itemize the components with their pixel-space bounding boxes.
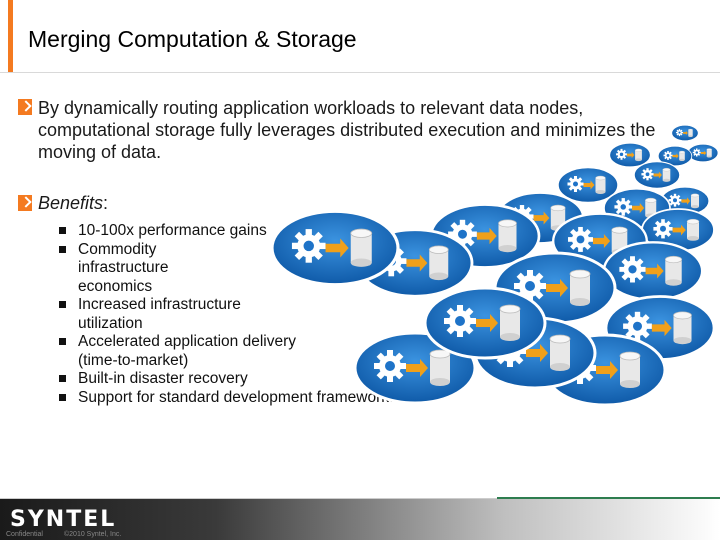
arrow-bullet-icon <box>18 195 32 211</box>
list-item: Support for standard development framewo… <box>58 389 528 408</box>
list-item: Accelerated application delivery (time-t… <box>58 333 338 370</box>
footer-bar <box>0 499 720 540</box>
data-node-icon <box>687 143 719 163</box>
footer-accent-line <box>497 497 720 499</box>
benefits-heading: Benefits: <box>38 193 108 214</box>
data-node-icon <box>602 241 704 301</box>
title-accent-bar <box>8 0 13 72</box>
benefits-label: Benefits <box>38 193 104 213</box>
data-node-icon <box>423 286 547 360</box>
footer-divider <box>0 498 720 499</box>
list-item: Increased infrastructure utilization <box>58 296 278 333</box>
intro-paragraph: By dynamically routing application workl… <box>38 98 656 162</box>
data-node-icon <box>633 161 681 189</box>
title-bar: Merging Computation & Storage <box>0 0 720 73</box>
slide-title: Merging Computation & Storage <box>28 26 357 52</box>
benefits-list: 10-100x performance gains Commodity infr… <box>58 222 528 407</box>
list-item: 10-100x performance gains <box>58 222 528 241</box>
data-node-icon <box>270 209 400 287</box>
syntel-logo: SYNTEL <box>10 507 117 532</box>
data-node-icon <box>671 124 699 142</box>
confidential-label: Confidential <box>6 531 43 538</box>
benefits-colon: : <box>103 193 109 213</box>
list-item: Commodity infrastructure economics <box>58 241 188 297</box>
list-item: Built-in disaster recovery <box>58 370 528 389</box>
arrow-bullet-icon <box>18 99 32 115</box>
copyright-label: ©2010 Syntel, Inc. <box>64 531 122 538</box>
compute-storage-illustration <box>270 124 719 407</box>
